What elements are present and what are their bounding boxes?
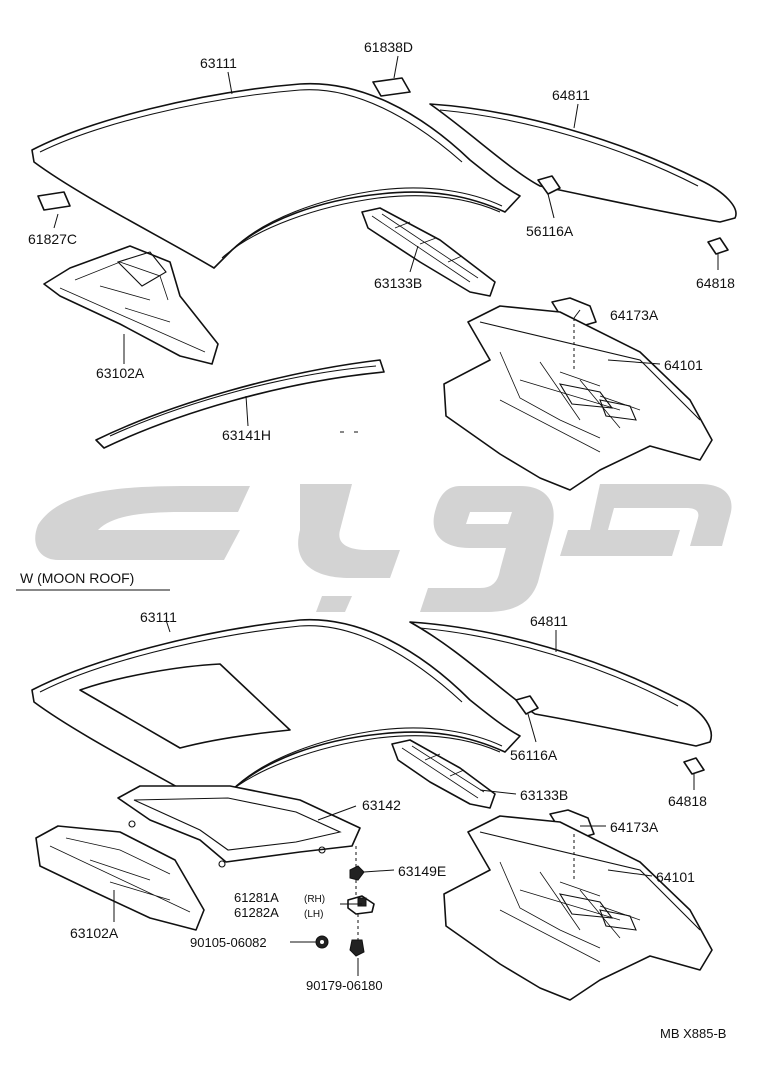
label-64811-top: 64811	[552, 87, 590, 103]
label-90179-06180: 90179-06180	[306, 978, 383, 993]
package-tray-64101-bottom	[443, 815, 713, 1001]
label-61282A: 61282A	[234, 905, 279, 920]
label-61281A: 61281A	[234, 890, 279, 905]
label-64101-bottom: 64101	[656, 869, 695, 885]
label-56116A-bottom: 56116A	[510, 747, 558, 763]
front-header-63102A-bottom	[35, 825, 205, 931]
label-63111-bottom: 63111	[140, 609, 177, 625]
rear-rail-63133B-bottom	[391, 739, 496, 809]
roof-rail-63141H-top	[95, 359, 385, 449]
label-64101-top: 64101	[664, 357, 703, 373]
clip-63149E	[349, 865, 365, 881]
front-header-63102A-top	[43, 245, 219, 365]
back-window-glass-top	[429, 103, 737, 223]
rear-rail-63133B-top	[361, 207, 496, 297]
back-window-glass-bottom	[409, 621, 712, 747]
label-64818-top: 64818	[696, 275, 735, 291]
label-63141H-top: 63141H	[222, 427, 271, 443]
label-63149E-bottom: 63149E	[398, 863, 446, 879]
label-63111-top: 63111	[200, 55, 237, 71]
label-64173A-bottom: 64173A	[610, 819, 659, 835]
bracket-61281A-61282A	[347, 895, 375, 915]
label-63133B-top: 63133B	[374, 275, 422, 291]
clip-64818-top	[707, 237, 729, 255]
sunroof-frame-63142	[117, 785, 361, 868]
diagram-code: MB X885-B	[660, 1026, 726, 1041]
label-63133B-bottom: 63133B	[520, 787, 568, 803]
roof-panel-top	[31, 82, 521, 269]
pad-61827C	[37, 191, 71, 211]
watermark-logo	[35, 484, 732, 612]
bolt-90105-06082	[315, 935, 329, 949]
clip-56116A-bottom	[515, 695, 539, 715]
label-64173A-top: 64173A	[610, 307, 659, 323]
label-61838D-top: 61838D	[364, 39, 413, 55]
clip-56116A-top	[537, 175, 561, 195]
label-63102A-top: 63102A	[96, 365, 145, 381]
label-63102A-bottom: 63102A	[70, 925, 119, 941]
label-61281A-side: (RH)	[304, 894, 325, 905]
section-label-moon-roof: W (MOON ROOF)	[20, 570, 134, 586]
clip-64818-bottom	[683, 757, 705, 775]
package-tray-64101-top	[443, 305, 713, 491]
label-56116A-top: 56116A	[526, 223, 574, 239]
clip-90179-06180	[349, 939, 365, 957]
pad-61838D	[372, 77, 411, 97]
label-90105-06082: 90105-06082	[190, 935, 267, 950]
label-63142-bottom: 63142	[362, 797, 401, 813]
label-64811-bottom: 64811	[530, 613, 568, 629]
leader-lines	[53, 55, 719, 976]
part-labels: 63111 61838D 64811 61827C 56116A 63133B …	[28, 39, 735, 1041]
sunroof-opening	[79, 663, 291, 749]
roof-panel-bottom	[31, 618, 521, 809]
label-61282A-side: (LH)	[304, 909, 323, 920]
label-61827C-top: 61827C	[28, 231, 77, 247]
label-64818-bottom: 64818	[668, 793, 707, 809]
